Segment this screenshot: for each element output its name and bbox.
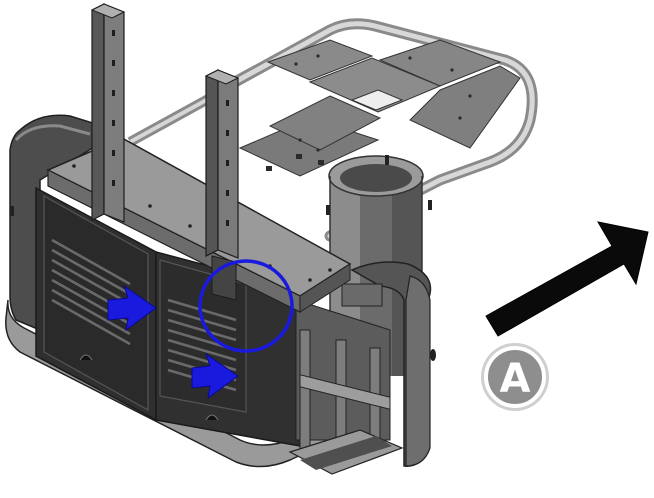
right-shroud — [350, 261, 436, 467]
cabinet-body — [5, 186, 377, 468]
hanging-bolts — [10, 155, 432, 216]
top-oval-rail — [127, 18, 538, 242]
vertical-posts — [90, 3, 240, 301]
inner-frame — [288, 283, 404, 475]
blue-arrow-icon — [191, 352, 239, 400]
big-arrow-icon — [485, 221, 649, 337]
callout-label: A — [500, 356, 531, 402]
blue-circle-marker-icon — [198, 259, 294, 353]
callout-circle-icon: A — [481, 343, 549, 411]
left-shroud — [9, 114, 97, 332]
blue-arrow-icon — [107, 284, 157, 332]
cross-plate — [238, 39, 521, 177]
